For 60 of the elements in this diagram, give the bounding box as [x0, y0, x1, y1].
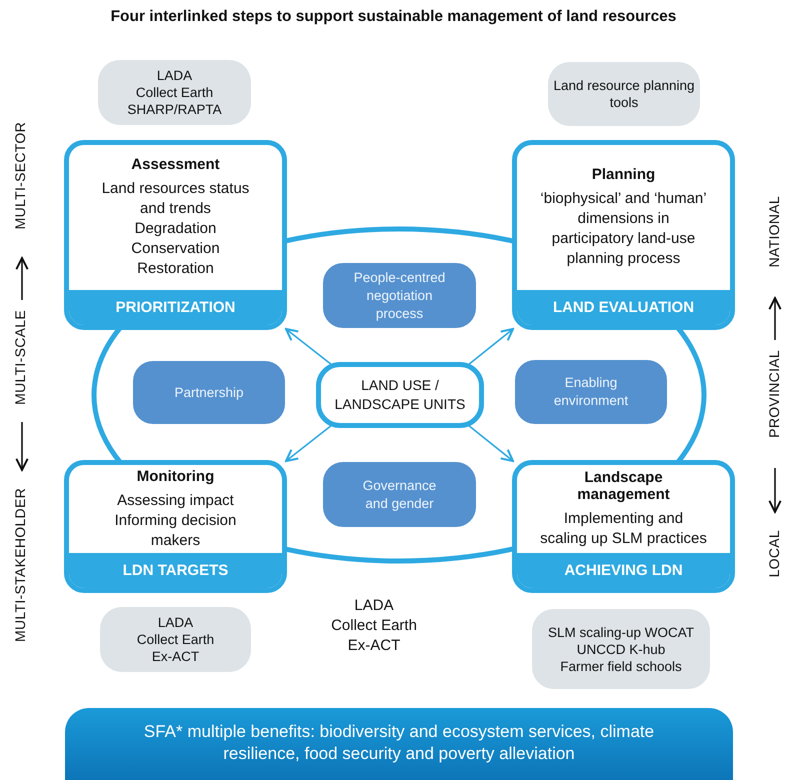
scale-label: PROVINCIAL [766, 350, 782, 438]
tool-name: Farmer field schools [560, 658, 682, 674]
principle-box [323, 263, 476, 328]
card-text: Implementing and scaling up SLM practices [539, 509, 708, 549]
stage-band: ACHIEVING LDN [517, 553, 730, 588]
tool-name: Land resource planning tools [552, 77, 696, 111]
principle-label: Partnership [174, 384, 244, 402]
card-heading: Monitoring [136, 468, 214, 484]
tool-name: Ex-ACT [346, 636, 402, 656]
card-text: Assessing impact [117, 490, 234, 510]
tool-name: SLM scaling-up WOCAT [548, 624, 694, 640]
scale-label: LOCAL [766, 530, 782, 578]
scale-label: NATIONAL [766, 196, 782, 268]
step-card [512, 140, 735, 330]
tools-box [100, 607, 251, 672]
card-text: ‘biophysical’ and ‘human’ dimensions in participatory land-use planning process [539, 189, 708, 269]
tool-name: Collect Earth [136, 84, 214, 101]
tool-name: SHARP/RAPTA [127, 101, 222, 118]
tools-box [532, 609, 710, 689]
card-text: Degradation [134, 219, 216, 239]
step-card [64, 460, 287, 593]
principle-label: People-centred negotiation process [352, 268, 446, 322]
center-label: LAND USE / LANDSCAPE UNITS [334, 376, 466, 414]
benefits-text: SFA* multiple benefits: biodiversity and ecosystem services, climate resilience, food security and poverty alleviation [142, 721, 656, 765]
card-heading: Assessment [131, 156, 220, 173]
tools-box [98, 60, 251, 125]
tool-name: LADA [353, 596, 395, 616]
principle-box [133, 361, 285, 424]
arrow [468, 328, 514, 366]
stage-band: LAND EVALUATION [517, 290, 730, 325]
arrow [284, 424, 332, 462]
center-box [316, 362, 484, 428]
principle-box [323, 462, 476, 527]
step-card [64, 140, 287, 330]
card-heading: Planning [592, 166, 656, 183]
tool-name: Collect Earth [330, 616, 418, 636]
card-text: Restoration [137, 259, 214, 279]
scale-label: MULTI-STAKEHOLDER [12, 488, 28, 642]
step-card [512, 460, 735, 593]
tool-name: LADA [156, 67, 192, 84]
tool-name: Collect Earth [136, 631, 214, 648]
principle-label: Enabling environment [552, 374, 630, 410]
tool-name: LADA [158, 614, 194, 631]
scale-label: MULTI-SECTOR [12, 122, 28, 230]
benefits-banner [65, 708, 733, 780]
card-text: Conservation [131, 239, 220, 259]
arrow [284, 328, 332, 366]
tool-name: UNCCD K-hub [576, 640, 666, 658]
arrow [468, 424, 514, 462]
stage-band: LDN TARGETS [69, 553, 282, 588]
card-text: Land resources status and trends [100, 179, 250, 219]
stage-band: PRIORITIZATION [69, 290, 282, 325]
scale-label: MULTI-SCALE [12, 310, 28, 405]
card-text: Informing decision makers [114, 510, 238, 550]
title: Four interlinked steps to support sustainable management of land resources [110, 8, 678, 26]
principle-label: Governance and gender [362, 476, 438, 512]
tool-name: Ex-ACT [152, 648, 200, 665]
principle-box [515, 360, 667, 424]
tools-box [548, 62, 700, 126]
card-heading: Landscape management [576, 469, 671, 503]
